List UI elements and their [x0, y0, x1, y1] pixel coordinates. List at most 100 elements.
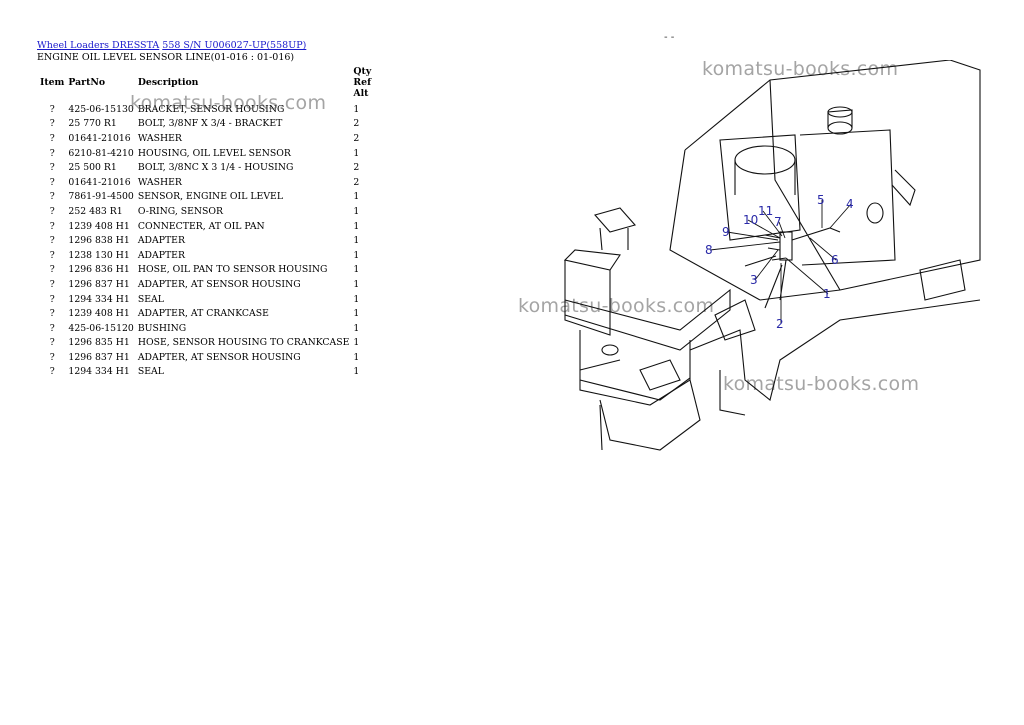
cell-qty: 1 — [353, 220, 360, 232]
cell-partno: 425-06-15130 — [68, 103, 134, 115]
cell-description: SEAL — [137, 366, 164, 378]
cell-partno: 1239 408 H1 — [68, 220, 130, 232]
callout-label: 6 — [831, 253, 839, 267]
callout-label: 4 — [846, 197, 854, 211]
cell-item: ? — [49, 191, 55, 203]
cell-item: ? — [49, 293, 55, 305]
cell-description: ADAPTER — [137, 235, 185, 247]
cell-qty: 1 — [353, 205, 360, 217]
col-partno: PartNo — [68, 77, 106, 88]
cell-description: BRACKET, SENSOR HOUSING — [137, 103, 285, 115]
callout-leader-line — [809, 237, 837, 261]
callout-label: 5 — [817, 193, 825, 207]
cell-qty: 2 — [353, 162, 360, 174]
callout-leader-line — [778, 221, 786, 239]
cell-qty: 2 — [353, 176, 360, 188]
callout-label: 1 — [823, 287, 831, 301]
cell-partno: 25 500 R1 — [68, 162, 117, 174]
cell-partno: 1296 838 H1 — [68, 235, 130, 247]
cell-partno: 01641-21016 — [68, 132, 131, 144]
cell-qty: 1 — [353, 351, 360, 363]
table-row: ? 1239 408 H1 ADAPTER, AT CRANKCASE 1 — [38, 306, 373, 321]
page-title: ENGINE OIL LEVEL SENSOR LINE(01-016 : 01… — [37, 52, 295, 63]
cell-description: O-RING, SENSOR — [137, 205, 224, 217]
cell-item: ? — [49, 351, 55, 363]
callout-leader-line — [726, 231, 779, 241]
top-mark: - - — [664, 32, 675, 43]
cell-item: ? — [49, 205, 55, 217]
cell-item: ? — [49, 249, 55, 261]
cell-item: ? — [49, 308, 55, 320]
cell-qty: 1 — [353, 249, 360, 261]
callout-leader-line — [762, 210, 783, 237]
cell-item: ? — [49, 235, 55, 247]
cell-item: ? — [49, 322, 55, 334]
cell-item: ? — [49, 176, 55, 188]
cell-description: ADAPTER, AT SENSOR HOUSING — [137, 351, 301, 363]
cell-description: SEAL — [137, 293, 164, 305]
cell-qty: 1 — [353, 147, 360, 159]
cell-description: HOSE, OIL PAN TO SENSOR HOUSING — [137, 264, 328, 276]
col-alt: Alt — [353, 88, 369, 99]
cell-description: ADAPTER, AT CRANKCASE — [137, 308, 269, 320]
callout-label: 8 — [705, 243, 713, 257]
table-row: ? 1294 334 H1 SEAL 1 — [38, 365, 373, 380]
callout-leader-line — [785, 257, 829, 295]
callout-leader-line — [829, 203, 852, 229]
callout-label: 10 — [743, 213, 758, 227]
cell-description: WASHER — [137, 132, 182, 144]
watermark: komatsu-books.com — [130, 92, 327, 114]
cell-partno: 1294 334 H1 — [68, 366, 130, 378]
callout-label: 3 — [750, 273, 758, 287]
cell-item: ? — [49, 366, 55, 378]
table-header-row: Item PartNo Description Qty Ref Alt — [38, 65, 373, 102]
col-ref: Ref — [353, 77, 372, 88]
cell-qty: 1 — [353, 366, 360, 378]
callout-label: 9 — [722, 225, 730, 239]
cell-partno: 25 770 R1 — [68, 118, 117, 130]
cell-description: BOLT, 3/8NC X 3 1/4 - HOUSING — [137, 162, 294, 174]
cell-partno: 252 483 R1 — [68, 205, 123, 217]
cell-partno: 1294 334 H1 — [68, 293, 130, 305]
cell-partno: 6210-81-4210 — [68, 147, 134, 159]
cell-description: BOLT, 3/8NF X 3/4 - BRACKET — [137, 118, 283, 130]
cell-item: ? — [49, 337, 55, 349]
cell-qty: 1 — [353, 278, 360, 290]
breadcrumb: Wheel Loaders DRESSTA 558 S/N U006027-UP… — [37, 40, 306, 52]
cell-qty: 1 — [353, 322, 360, 334]
callout-leader-line — [754, 249, 779, 281]
cell-item: ? — [49, 103, 55, 115]
callout-label: 11 — [758, 204, 773, 218]
cell-qty: 1 — [353, 308, 360, 320]
cell-item: ? — [49, 118, 55, 130]
parts-table: Item PartNo Description Qty Ref Alt ?425… — [38, 65, 373, 379]
cell-item: ? — [49, 162, 55, 174]
cell-qty: 2 — [353, 132, 360, 144]
cell-partno: 1238 130 H1 — [68, 249, 130, 261]
callout-leader-line — [747, 219, 781, 239]
cell-item: ? — [49, 278, 55, 290]
cell-partno: 1239 408 H1 — [68, 308, 130, 320]
cell-description: HOSE, SENSOR HOUSING TO CRANKCASE — [137, 337, 350, 349]
cell-qty: 1 — [353, 191, 360, 203]
machine-outline — [563, 60, 981, 451]
cell-partno: 7861-91-4500 — [68, 191, 134, 203]
breadcrumb-link-model[interactable]: Wheel Loaders DRESSTA — [37, 40, 160, 51]
col-qty-ref-alt: Qty Ref Alt — [351, 65, 373, 102]
breadcrumb-link-serial[interactable]: 558 S/N U006027-UP(558UP) — [162, 40, 307, 51]
cell-item: ? — [49, 147, 55, 159]
